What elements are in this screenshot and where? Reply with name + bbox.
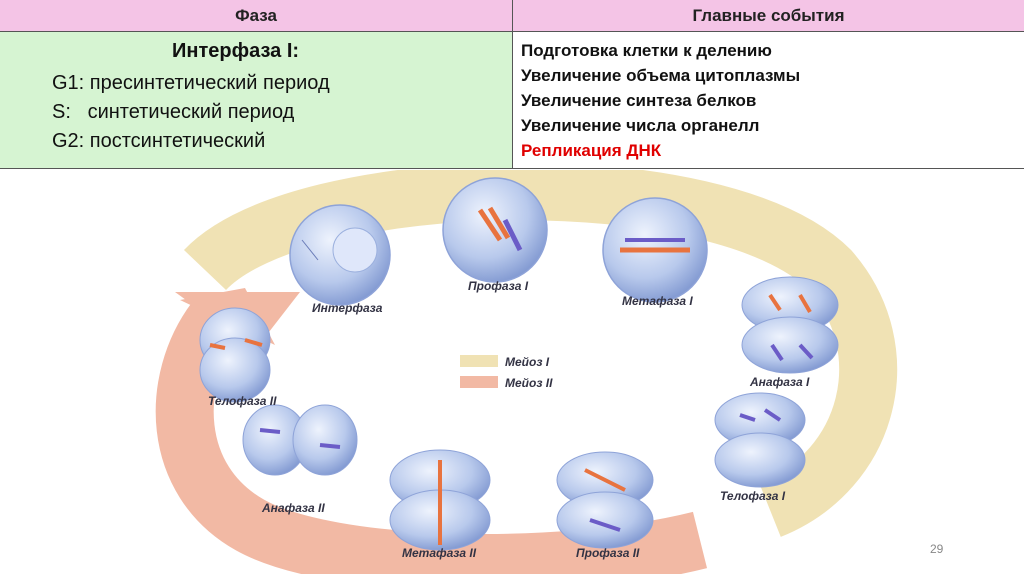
label-interphase: Интерфаза <box>312 301 383 315</box>
event-cytoplasm: Увеличение объема цитоплазмы <box>521 66 801 85</box>
event-dna-replication: Репликация ДНК <box>521 141 662 160</box>
phase-cell: Интерфаза I: G1: пресинтетический период… <box>0 32 513 169</box>
label-metaphase-1: Метафаза I <box>622 294 693 308</box>
cell-telophase-2 <box>199 307 271 403</box>
label-prophase-2: Профаза II <box>576 546 640 560</box>
phase-line-s: S: синтетический период <box>52 101 295 123</box>
events-cell: Подготовка клетки к делению Увеличение о… <box>513 32 1024 169</box>
cell-anaphase-2 <box>242 404 358 476</box>
label-metaphase-2: Метафаза II <box>402 546 477 560</box>
legend-swatch-meiosis-1 <box>460 355 498 367</box>
label-telophase-1: Телофаза I <box>720 489 786 503</box>
cell-anaphase-1 <box>741 276 839 374</box>
event-organelles: Увеличение числа органелл <box>521 116 760 135</box>
label-anaphase-2: Анафаза II <box>261 501 325 515</box>
label-prophase-1: Профаза I <box>468 279 529 293</box>
summary-table: Фаза Главные события Интерфаза I: G1: пр… <box>0 0 1024 170</box>
legend-swatch-meiosis-2 <box>460 376 498 388</box>
legend-meiosis-1: Мейоз I <box>505 355 550 369</box>
label-telophase-2: Телофаза II <box>208 394 277 408</box>
cell-prophase-1 <box>442 177 548 283</box>
cell-telophase-1 <box>714 392 806 488</box>
label-anaphase-1: Анафаза I <box>749 375 810 389</box>
header-phase: Фаза <box>0 0 513 32</box>
meiosis-cycle-diagram: Мейоз I Мейоз II Интерфаза Профаза I Мет… <box>155 170 898 574</box>
cell-interphase <box>289 204 391 306</box>
meiosis-2-arc <box>155 302 708 574</box>
phase-line-g2: G2: постсинтетический <box>52 130 266 152</box>
cell-metaphase-1 <box>602 197 708 303</box>
header-events: Главные события <box>513 0 1024 32</box>
event-protein: Увеличение синтеза белков <box>521 91 757 110</box>
cell-prophase-2 <box>556 451 654 549</box>
legend-meiosis-2: Мейоз II <box>505 376 553 390</box>
phase-title: Интерфаза I: <box>172 40 300 62</box>
page-number: 29 <box>930 542 944 556</box>
phase-line-g1: G1: пресинтетический период <box>52 72 330 94</box>
event-preparation: Подготовка клетки к делению <box>521 41 772 60</box>
cell-metaphase-2 <box>389 449 491 551</box>
